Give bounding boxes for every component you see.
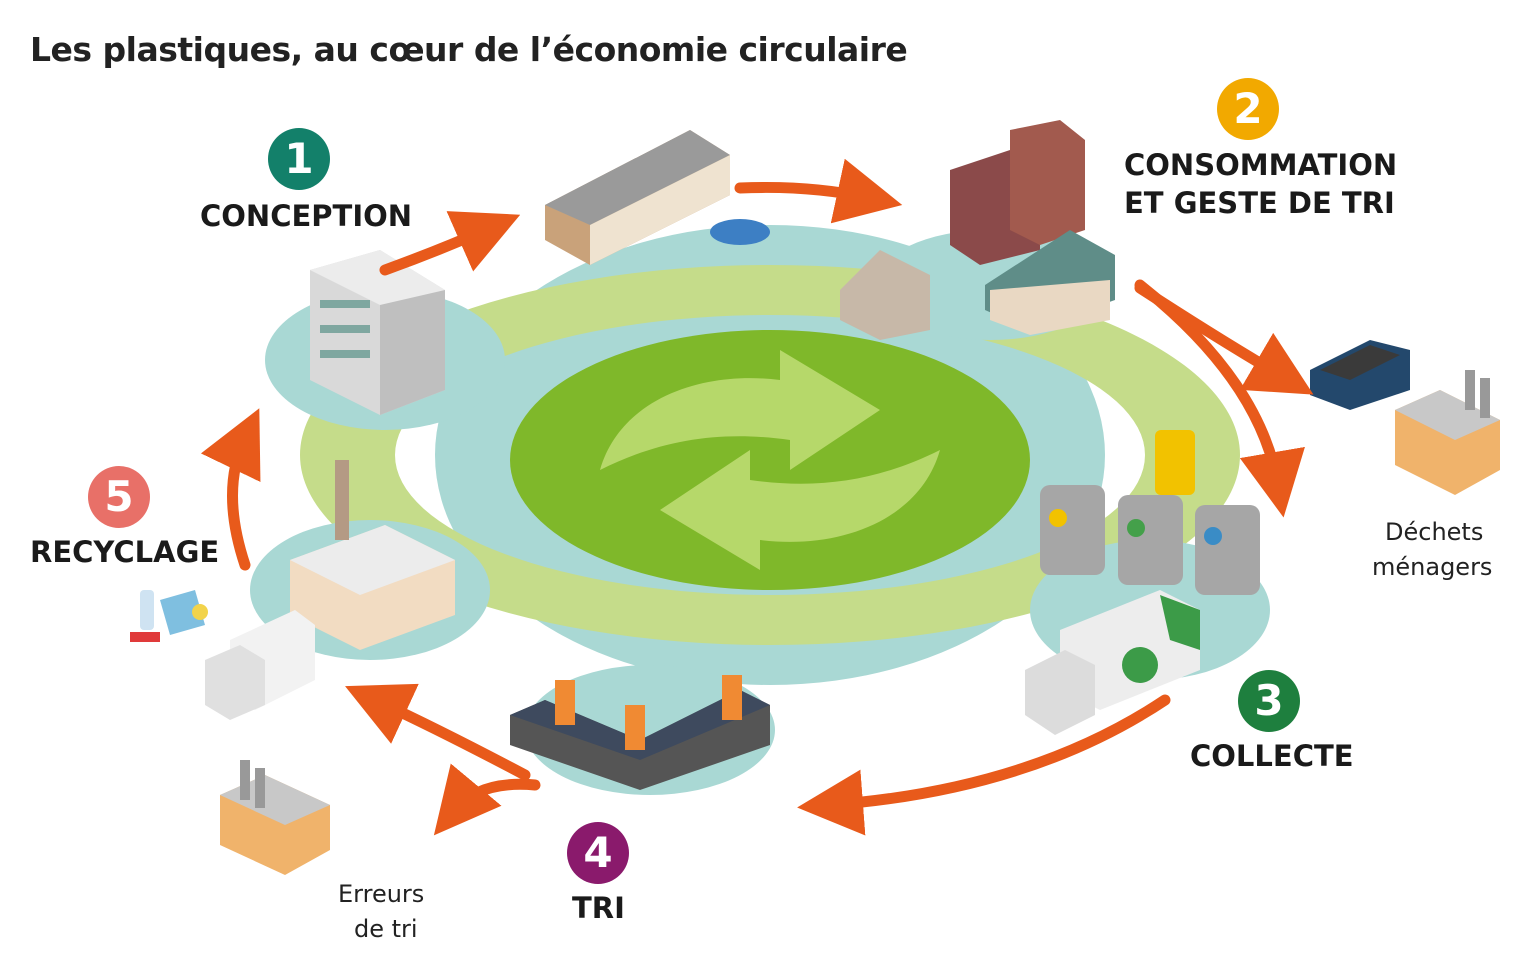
stage-label-conception: CONCEPTION <box>200 199 413 233</box>
sorting-line-icon <box>510 675 770 790</box>
stage-badge-5: 5 <box>88 466 150 528</box>
dumpster-icon <box>1310 340 1410 410</box>
houses-icon <box>840 120 1115 340</box>
note-erreurs-line2: de tri <box>354 915 418 943</box>
note-erreurs-line1: Erreurs <box>338 880 425 908</box>
factory-icon <box>310 250 445 415</box>
arrow-conception-to-shop <box>379 211 521 276</box>
bins-icon <box>1040 430 1260 595</box>
arrow-shop-to-consommation <box>734 158 903 224</box>
center-disk <box>510 330 1030 590</box>
delivery-truck-icon <box>205 610 315 720</box>
stage-label-tri: TRI <box>572 891 625 925</box>
stage-badge-4: 4 <box>567 822 629 884</box>
shop-icon <box>545 130 770 265</box>
note-dechets-line2: ménagers <box>1372 553 1493 581</box>
stage-badge-3: 3 <box>1238 670 1300 732</box>
recycle-arrows-icon <box>600 350 940 570</box>
stage-label-collecte: COLLECTE <box>1190 739 1354 773</box>
stage-badge-1: 1 <box>268 128 330 190</box>
incinerator-icon <box>1395 370 1500 495</box>
garbage-truck-icon <box>1025 590 1200 735</box>
arrow-recyclage-to-conception <box>200 408 261 571</box>
plastic-items-icon <box>130 590 208 642</box>
arrow-tri-to-recyclage <box>345 683 531 781</box>
incinerator-icon <box>220 760 330 875</box>
arrow-collecte-to-tri <box>797 694 1171 836</box>
arrow-to-dechets <box>1134 282 1314 395</box>
stage-badge-2: 2 <box>1217 78 1279 140</box>
cycle-arrows <box>200 158 1314 836</box>
stage-label-consommation-line2: ET GESTE DE TRI <box>1124 186 1395 220</box>
stage-label-consommation-line1: CONSOMMATION <box>1124 148 1398 182</box>
page-title: Les plastiques, au cœur de l’économie ci… <box>30 30 908 69</box>
recycling-plant-icon <box>290 460 455 650</box>
stage-label-recyclage: RECYCLAGE <box>30 535 220 569</box>
note-dechets-line1: Déchets <box>1385 518 1484 546</box>
arrow-to-erreurs <box>433 763 541 836</box>
